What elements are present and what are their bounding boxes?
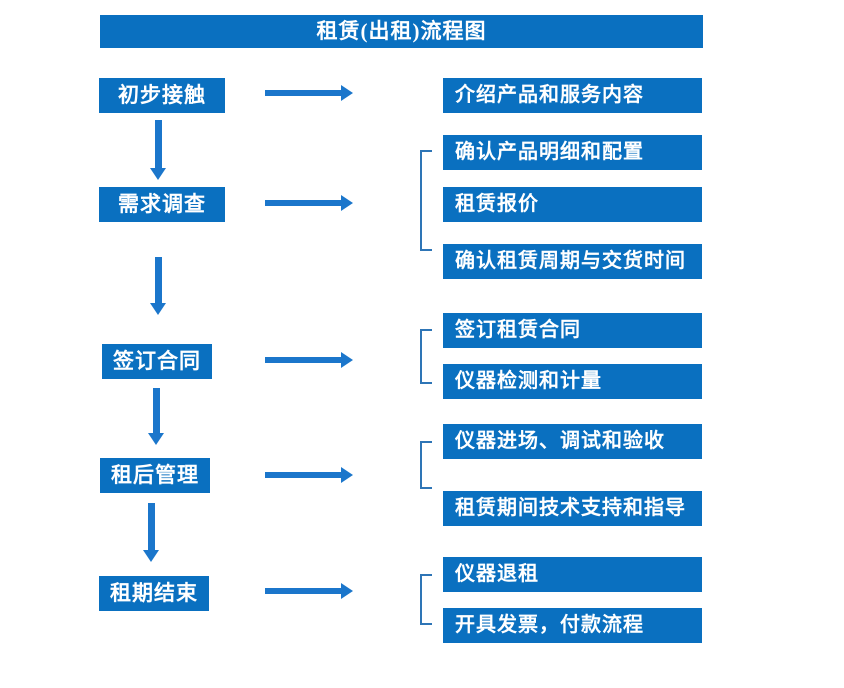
right-arrow-icon: [265, 195, 353, 211]
group-bracket: [420, 441, 432, 489]
detail-confirm-product-config: 确认产品明细和配置: [443, 135, 702, 170]
detail-confirm-period-delivery: 确认租赁周期与交货时间: [443, 244, 702, 279]
right-arrow-icon: [265, 85, 353, 101]
group-bracket: [420, 329, 432, 384]
detail-rental-tech-support: 租赁期间技术支持和指导: [443, 491, 702, 526]
detail-instrument-return: 仪器退租: [443, 557, 702, 592]
step-post-rental-management: 租后管理: [100, 458, 210, 493]
group-bracket: [420, 150, 432, 251]
right-arrow-icon: [265, 467, 353, 483]
detail-rental-quote: 租赁报价: [443, 187, 702, 222]
flowchart-title: 租赁(出租)流程图: [100, 15, 703, 48]
detail-sign-rental-contract: 签订租赁合同: [443, 313, 702, 348]
step-initial-contact: 初步接触: [99, 78, 225, 113]
detail-instrument-inspection: 仪器检测和计量: [443, 364, 702, 399]
detail-invoice-payment: 开具发票，付款流程: [443, 608, 702, 643]
right-arrow-icon: [265, 583, 353, 599]
detail-introduce-products-services: 介绍产品和服务内容: [443, 78, 702, 113]
step-sign-contract: 签订合同: [102, 344, 212, 379]
down-arrow-icon: [143, 503, 159, 562]
step-demand-survey: 需求调查: [99, 187, 225, 222]
step-rental-end: 租期结束: [99, 576, 209, 611]
down-arrow-icon: [148, 388, 164, 445]
down-arrow-icon: [150, 257, 166, 315]
detail-instrument-setup-acceptance: 仪器进场、调试和验收: [443, 424, 702, 459]
down-arrow-icon: [150, 120, 166, 180]
right-arrow-icon: [265, 352, 353, 368]
group-bracket: [420, 574, 432, 625]
